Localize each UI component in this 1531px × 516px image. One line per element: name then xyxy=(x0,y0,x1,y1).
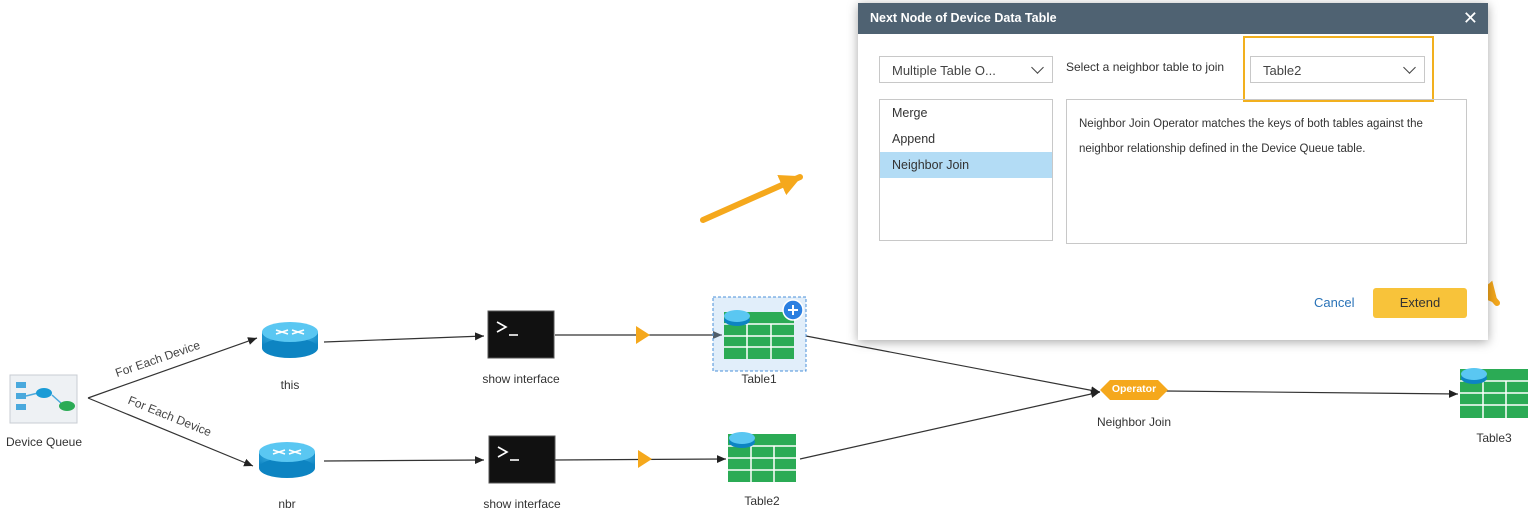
annotation-arrow-left xyxy=(700,174,803,223)
operator-node[interactable] xyxy=(1100,380,1168,400)
operator-badge-text: Operator xyxy=(1111,383,1157,395)
chevron-down-icon xyxy=(1031,61,1044,74)
neighbor-table-dropdown[interactable]: Table2 xyxy=(1250,56,1425,83)
table1-label: Table1 xyxy=(741,372,777,386)
edge-operator-to-table3[interactable] xyxy=(1165,389,1459,398)
table1-icon[interactable] xyxy=(712,296,807,372)
close-icon[interactable]: ✕ xyxy=(1462,8,1478,28)
neighbor-table-value: Table2 xyxy=(1263,63,1302,78)
cli-terminal-icon-top[interactable] xyxy=(487,310,555,359)
router-icon-this[interactable] xyxy=(262,322,318,358)
edge-nbr-to-cli[interactable] xyxy=(323,456,485,465)
edge-marker-top xyxy=(636,326,650,344)
show-interface-bottom-label: show interface xyxy=(483,497,561,511)
device-queue-label: Device Queue xyxy=(5,435,83,449)
edge-table2-to-operator[interactable] xyxy=(799,390,1101,460)
edge-queue-to-nbr[interactable] xyxy=(87,397,254,467)
table2-label: Table2 xyxy=(744,494,780,508)
operator-type-dropdown[interactable]: Multiple Table O... xyxy=(879,56,1053,83)
show-interface-top-label: show interface xyxy=(482,372,560,386)
operation-item-append[interactable]: Append xyxy=(892,132,936,146)
nbr-label: nbr xyxy=(278,497,296,511)
dialog-title-bar: Next Node of Device Data Table ✕ xyxy=(858,3,1488,34)
operation-list: Merge Append Neighbor Join xyxy=(879,99,1053,241)
extend-button[interactable]: Extend xyxy=(1373,288,1467,318)
cancel-button[interactable]: Cancel xyxy=(1314,295,1355,310)
edge-this-to-cli[interactable] xyxy=(323,332,485,343)
router-icon-nbr[interactable] xyxy=(259,442,315,478)
highlight-frame xyxy=(1243,36,1434,102)
edge-queue-to-this[interactable] xyxy=(87,337,258,399)
edge-marker-bottom xyxy=(638,450,652,468)
table3-label: Table3 xyxy=(1476,431,1512,445)
operation-item-neighbor-join[interactable]: Neighbor Join xyxy=(880,152,1052,178)
neighbor-join-label: Neighbor Join xyxy=(1096,415,1172,429)
table3-icon[interactable] xyxy=(1460,368,1528,418)
device-queue-icon[interactable] xyxy=(9,374,78,424)
table2-icon[interactable] xyxy=(728,432,796,482)
operator-type-value: Multiple Table O... xyxy=(892,63,996,78)
operation-item-merge[interactable]: Merge xyxy=(892,106,928,120)
this-label: this xyxy=(280,378,300,392)
dialog-title: Next Node of Device Data Table xyxy=(870,11,1057,25)
edge-table1-to-operator[interactable] xyxy=(805,335,1101,395)
operation-description: Neighbor Join Operator matches the keys … xyxy=(1066,99,1467,244)
cli-terminal-icon-bottom[interactable] xyxy=(488,435,556,484)
neighbor-table-prompt: Select a neighbor table to join xyxy=(1066,60,1225,74)
next-node-dialog: Next Node of Device Data Table ✕ Multipl… xyxy=(858,3,1488,340)
chevron-down-icon xyxy=(1403,61,1416,74)
